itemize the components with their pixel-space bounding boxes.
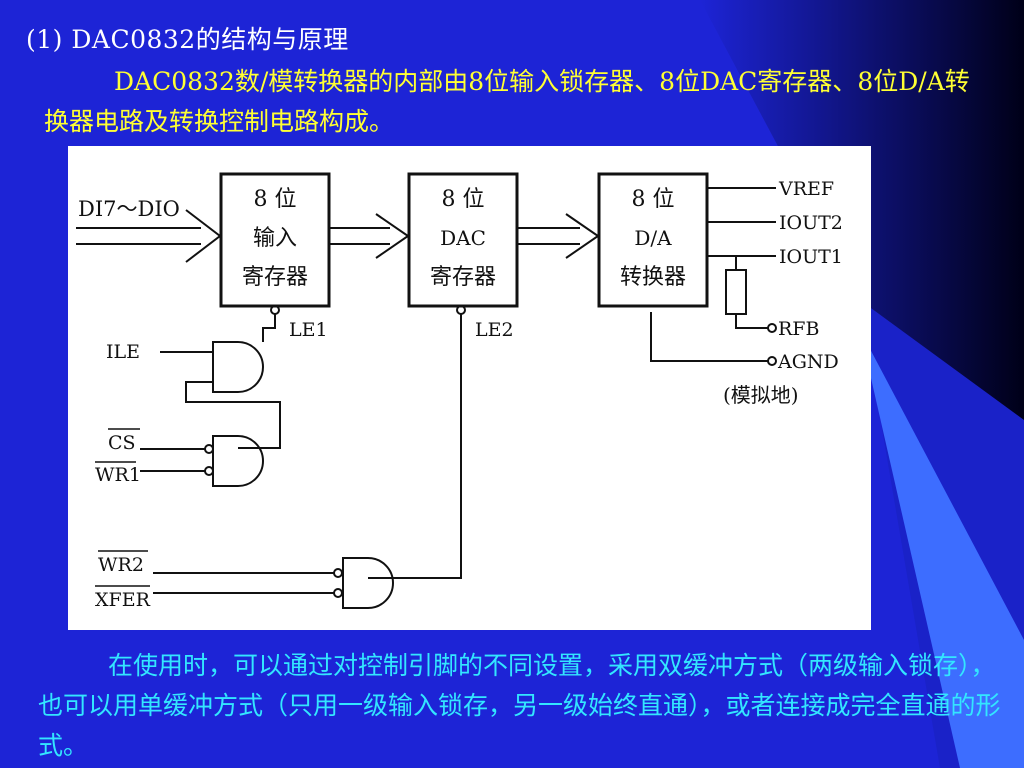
and-gate-1	[212, 341, 264, 393]
wr1-bubble	[204, 466, 214, 476]
rfb-label: RFB	[778, 318, 819, 340]
agnd-terminal	[767, 356, 777, 366]
dac0832-block-diagram: DI7～DIO 8 位 输入 寄存器 8 位 DAC 寄存器 8 位 D/A 转…	[68, 146, 871, 630]
and-gate-3	[342, 557, 394, 609]
intro-text: DAC0832数/模转换器的内部由8位输入锁存器、8位DAC寄存器、8位D/A转…	[44, 67, 970, 136]
box2-line3: 寄存器	[430, 265, 496, 290]
box1-line1: 8 位	[254, 187, 297, 212]
wr2-bubble	[333, 568, 343, 578]
iout2-label: IOUT2	[779, 212, 843, 234]
ile-label: ILE	[106, 341, 140, 363]
agnd-wire	[650, 312, 768, 362]
box3-line2: D/A	[634, 226, 672, 250]
usage-paragraph: 在使用时，可以通过对控制引脚的不同设置，采用双缓冲方式（两级输入锁存），也可以用…	[38, 646, 1013, 766]
le1-label: LE1	[289, 319, 328, 341]
xfer-bubble	[333, 588, 343, 598]
cs-label: CS	[108, 432, 136, 454]
box3-line3: 转换器	[620, 265, 686, 290]
wr1-label: WR1	[95, 464, 141, 486]
agnd-label: AGND	[777, 351, 839, 373]
rfb-terminal	[767, 323, 777, 333]
bus-arrowhead	[185, 209, 222, 263]
da-converter-box	[597, 172, 709, 308]
le2-wire	[368, 314, 462, 579]
rfb-wire	[735, 314, 768, 329]
slide-title: (1) DAC0832的结构与原理	[26, 25, 349, 54]
box1-line2: 输入	[253, 226, 297, 251]
box2-line1: 8 位	[442, 187, 485, 212]
gate-feedback-wire	[185, 381, 281, 449]
wr2-label: WR2	[98, 554, 144, 576]
agnd-note: (模拟地)	[723, 383, 799, 407]
iout1-label: IOUT1	[779, 246, 843, 268]
box2-line2: DAC	[440, 226, 486, 250]
and-gate-2	[212, 435, 264, 487]
input-bus-label: DI7～DIO	[78, 197, 180, 221]
feedback-resistor	[725, 269, 747, 315]
le1-wire	[262, 314, 276, 342]
intro-paragraph: DAC0832数/模转换器的内部由8位输入锁存器、8位DAC寄存器、8位D/A转…	[44, 62, 974, 142]
xfer-label: XFER	[95, 589, 151, 611]
bus-arrowhead	[375, 213, 410, 259]
box1-line3: 寄存器	[242, 265, 308, 290]
vref-label: VREF	[778, 178, 834, 200]
bus-arrowhead	[565, 213, 600, 259]
usage-text: 在使用时，可以通过对控制引脚的不同设置，采用双缓冲方式（两级输入锁存），也可以用…	[38, 651, 1001, 760]
le2-label: LE2	[475, 319, 514, 341]
box3-line1: 8 位	[632, 187, 675, 212]
cs-bubble	[204, 444, 214, 454]
